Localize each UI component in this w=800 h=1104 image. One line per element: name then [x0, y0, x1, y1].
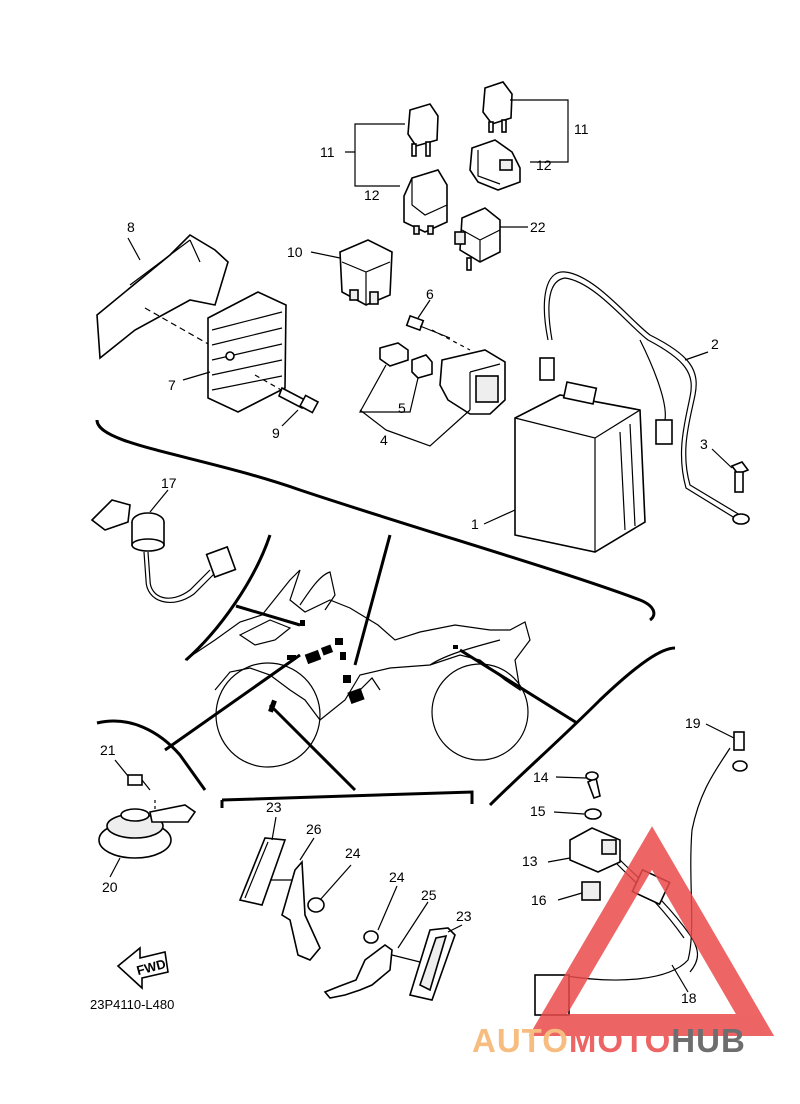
callout-14: 14	[533, 769, 549, 785]
callout-21: 21	[100, 742, 116, 758]
callout-11-right: 11	[574, 121, 589, 137]
battery-part	[514, 381, 646, 553]
forward-arrow-icon: FWD	[116, 946, 169, 990]
relay-socket-12-right	[469, 139, 521, 191]
battery-cable	[539, 271, 750, 525]
callout-12-right: 12	[536, 157, 552, 173]
callout-20: 20	[102, 879, 118, 895]
accessory-socket	[90, 499, 237, 603]
left-panel-divider	[185, 534, 272, 662]
callout-1: 1	[471, 516, 479, 532]
leader-upper	[353, 534, 392, 666]
pedal-panel-top	[221, 790, 474, 804]
lower-right-divider	[488, 646, 676, 807]
callout-9: 9	[272, 425, 280, 441]
bracket-part	[96, 233, 229, 360]
callout-19: 19	[685, 715, 701, 731]
watermark-text: AUTOMOTOHUB	[472, 1022, 746, 1059]
leader-17	[235, 604, 301, 627]
callout-23-right: 23	[456, 908, 472, 924]
watermark-part-3: HUB	[671, 1022, 746, 1059]
relay-11-right	[482, 81, 513, 133]
starter-relay-assembly	[379, 314, 506, 415]
callout-17: 17	[161, 475, 177, 491]
callout-16: 16	[531, 892, 547, 908]
callout-labels: 8 7 9 10 11 12 11 12 22 6 5 4 2 3 1 17 2…	[100, 121, 719, 1006]
callout-5: 5	[398, 400, 406, 416]
pedal-right-assembly	[323, 927, 456, 1001]
callout-leaders	[109, 99, 735, 993]
leader-right	[459, 648, 578, 725]
pedal-left-assembly	[238, 837, 325, 961]
callout-15: 15	[530, 803, 546, 819]
callout-13: 13	[522, 853, 538, 869]
callout-25: 25	[421, 887, 437, 903]
motorcycle-outline	[184, 569, 531, 768]
bolt-part	[254, 374, 320, 414]
watermark-triangle-icon	[528, 826, 775, 1036]
drawing-code: 23P4110-L480	[90, 997, 174, 1012]
watermark-part-2: MOTO	[569, 1022, 671, 1059]
callout-24-right: 24	[345, 845, 361, 861]
callout-18: 18	[681, 990, 697, 1006]
leader-pedal	[268, 703, 357, 792]
callout-3: 3	[700, 436, 708, 452]
rectifier-regulator	[207, 291, 287, 413]
leader-horn	[164, 653, 301, 752]
relay-socket-12-left	[403, 169, 448, 235]
callout-8: 8	[127, 219, 135, 235]
callout-12-left: 12	[364, 187, 380, 203]
relay-22	[454, 207, 501, 271]
callout-24-lower: 24	[389, 869, 405, 885]
watermark-logo: AUTOMOTOHUB	[472, 826, 775, 1059]
callout-2: 2	[711, 336, 719, 352]
callout-26: 26	[306, 821, 322, 837]
callout-11-left: 11	[320, 144, 335, 160]
horn-panel-divider	[96, 719, 207, 791]
callout-10: 10	[287, 244, 303, 260]
relay-10	[339, 239, 393, 306]
bolt-part-3	[730, 461, 750, 493]
upper-section-divider	[95, 419, 656, 622]
watermark-part-1: AUTO	[472, 1022, 569, 1059]
relay-11-left	[407, 103, 439, 157]
callout-23-left: 23	[266, 799, 282, 815]
callout-22: 22	[530, 219, 546, 235]
callout-6: 6	[426, 286, 434, 302]
callout-7: 7	[168, 377, 176, 393]
callout-4: 4	[380, 432, 388, 448]
fwd-label: FWD	[135, 956, 167, 978]
horn-part	[98, 774, 197, 859]
